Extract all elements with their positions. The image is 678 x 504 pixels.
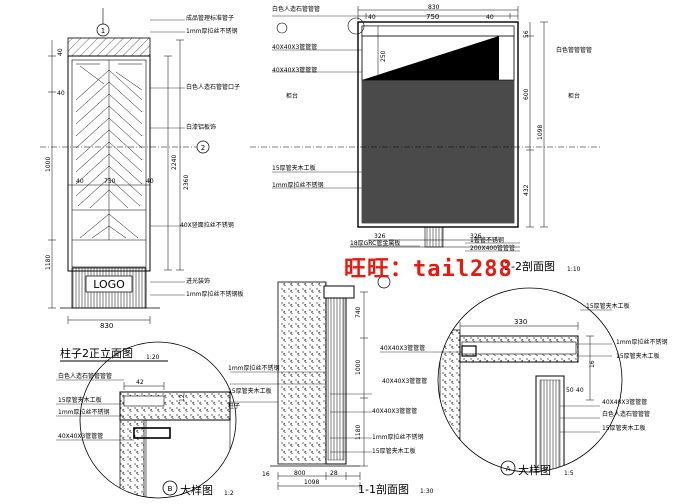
elev-dim-1000: 1000 [45,157,52,172]
s11-label-7: 15厚管夹木工板 [372,447,416,455]
s11-dim-28: 28 [330,470,338,477]
elevation-scale: 1:20 [146,354,160,361]
s22-dim-432: 432 [523,184,530,196]
elev-dim-2240: 2240 [171,155,178,170]
db-dim-12: 12 [179,394,186,402]
s11-dim-1000: 1000 [355,360,362,375]
elev-dim-inner2: 750 [104,178,116,185]
s22-dim-750: 750 [426,13,439,21]
section22-title: 2-2剖面图 [504,259,555,273]
section11-title: 1-1剖面图 [358,482,409,496]
elevation-view: LOGO 1 2 40 40 1000 1180 2240 2360 40 75 [40,8,244,362]
s11-dim-1098: 1098 [304,479,319,486]
s11-label-5: 40X40X3管管管 [372,407,417,415]
detail-b-title: 大样图 [180,483,213,497]
elev-label-7: 1mm厚拉丝不锈钢板 [186,290,244,298]
elevation-title: 柱子2正立面图 [60,346,133,360]
detail-b-marker [162,480,178,496]
logo-label: LOGO [93,278,125,291]
s22-dim-830: 830 [428,4,440,11]
da-label-6: 白色人造石管管管 [602,410,650,418]
s11-label-3: 柱子 [228,402,240,410]
da-dim-40: 40 [576,387,584,394]
s22-label-5: 18厚GRC管金属板 [350,239,400,247]
elev-dim-inner1: 40 [76,178,84,185]
elev-dim-inner3: 40 [146,178,154,185]
s22-label-1: 40X40X3管管管 [272,43,317,51]
elev-label-2: 1mm厚拉丝不锈钢 [186,27,238,35]
section22-scale: 1:10 [567,266,581,273]
da-dim-330: 330 [514,318,527,326]
section-marker-1-label: 1 [101,27,105,35]
detail-b-view: 42 12 白色人造石管管管管 15厚管夹木工板 1mm厚拉丝不锈钢 40X40… [56,341,237,499]
db-label-4: 40X40X3管管管 [58,432,103,440]
s11-dim-740: 740 [355,306,362,318]
s22-label-top: 白色人造石管管管 [272,5,320,13]
section-marker-2-label: 2 [201,144,205,152]
s22-dim-600: 600 [523,88,530,100]
s22-label-left: 柜台 [286,92,298,100]
s11-label-2: 15厚管夹木工板 [228,387,272,395]
detail-a-marker [500,460,516,476]
elev-dim-left-top: 40 [57,90,65,97]
s22-label-3: 15厚管夹木工板 [272,164,316,172]
detail-a-scale: 1:5 [564,470,574,477]
watermark-text: 旺旺：tail288 [344,257,513,282]
da-label-2: 40X40X3管管管 [380,344,425,352]
detail-a-title: 大样图 [518,463,551,477]
section11-scale: 1:30 [420,488,434,495]
db-label-2: 15厚管夹木工板 [58,396,102,404]
elev-label-4: 白漆铝板饰 [186,123,216,131]
s22-dim-250: 250 [380,50,387,62]
da-label-4: 15厚管夹木工板 [616,352,660,360]
db-label-3: 1mm厚拉丝不锈钢 [58,408,110,416]
s22-label-2: 40X40X3管管管 [272,66,317,74]
detail-a-marker-label: A [506,465,511,473]
elev-label-3: 白色人造石管管口子 [186,83,240,91]
da-dim-16: 16 [589,360,596,368]
db-dim-42: 42 [136,379,144,386]
s22-label-right: 柜台 [568,92,580,100]
detail-b-scale: 1:2 [224,490,234,497]
s11-label-1: 1mm厚拉丝不锈钢 [228,364,280,372]
s22-label-6: 1管管不锈钢 [470,236,504,244]
da-dim-50: 50 [566,387,574,394]
section-1-1-view: 740 1000 1180 16 800 28 1098 1mm厚拉丝不锈钢 1… [228,281,434,496]
detail-b-marker-label: B [168,485,173,493]
s11-label-6: 1mm厚拉丝不锈钢 [372,433,424,441]
s22-label-7: 200X400管管管 [470,244,515,252]
s22-dim-40a: 40 [368,14,376,21]
s11-dim-800: 800 [294,470,306,477]
section-2-2-view: 40 750 40 830 56 250 600 1098 432 326 32… [250,4,600,289]
da-label-1: 15厚管夹木工板 [586,302,630,310]
s22-label-8: 白色管管管管 [556,46,592,54]
da-label-3: 1mm厚拉丝不锈钢 [616,338,668,346]
elev-dim-1180: 1180 [45,255,52,270]
s22-dim-56: 56 [523,30,530,38]
s11-dim-1180: 1180 [355,425,362,440]
da-label-5: 40X40X3管管管 [602,398,647,406]
elev-label-6: 进光装饰 [186,277,210,285]
db-label-1: 白色人造石管管管管 [58,372,112,380]
s11-dim-16: 16 [262,471,270,478]
s22-label-4: 1mm厚拉丝不锈钢 [272,181,324,189]
s22-dim-1098: 1098 [537,125,544,140]
elev-label-1: 成品管理标准管子 [186,14,234,22]
da-label-7: 15厚管夹木工板 [602,424,646,432]
elev-dim-top: 40 [57,48,64,56]
s22-dim-326b: 326 [470,233,482,240]
elev-label-5: 40X竖面拉丝不锈钢 [180,221,234,229]
elev-dim-2360: 2360 [183,175,190,190]
elev-dim-830: 830 [100,322,113,330]
s22-dim-40b: 40 [486,14,494,21]
s22-dim-326a: 326 [374,233,386,240]
s11-label-4: 40X40X3管管管 [382,377,427,385]
